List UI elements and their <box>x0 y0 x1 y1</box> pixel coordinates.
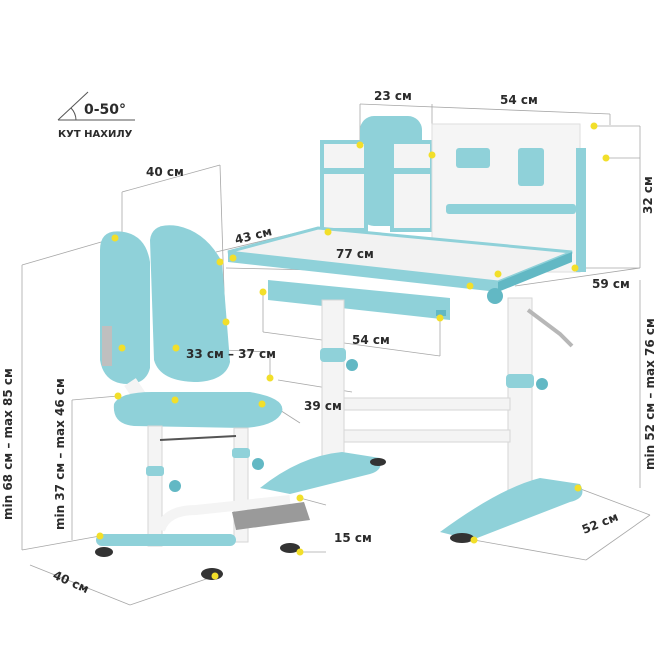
desk-illustration <box>227 116 586 543</box>
bookshelf-left-panel <box>320 140 368 232</box>
chair-base-depth-label: 40 см <box>51 568 91 596</box>
right-foot <box>440 478 583 540</box>
left-leg <box>321 299 345 461</box>
left-leg-collar <box>320 348 346 362</box>
drawer-handle <box>436 310 446 316</box>
caster-left <box>95 547 113 557</box>
caster-front <box>201 568 223 580</box>
desk-top-width-label: 77 см <box>336 247 374 261</box>
pencil-holder <box>456 148 490 168</box>
desk-base-depth-label: 59 см <box>592 277 630 291</box>
tilt-caption: КУТ НАХИЛУ <box>58 129 133 140</box>
chair-left-collar <box>146 466 164 476</box>
tilt-angle-label: 0-50° <box>84 102 126 118</box>
board-shelf <box>446 204 576 214</box>
backrest-right-pad <box>150 225 230 382</box>
chair-seat-depth-label: 39 см <box>304 399 342 413</box>
right-knob <box>536 378 548 390</box>
backrest-left-pad <box>100 231 150 384</box>
caster-right <box>280 543 300 553</box>
cup-holder <box>518 148 544 186</box>
footrest-plate <box>232 502 310 530</box>
chair-illustration <box>95 225 310 580</box>
chair-right-knob <box>252 458 264 470</box>
seat-cushion <box>113 392 283 428</box>
chair-seat-width-label: 33 см – 37 см <box>186 347 276 361</box>
bookshelf-shelf <box>322 168 432 174</box>
crossbar-lower <box>343 429 511 443</box>
chair-left-knob <box>169 480 181 492</box>
chair-seat-height-label: min 37 см – max 46 см <box>53 378 67 530</box>
backrest-hinge <box>102 326 112 366</box>
left-foot <box>260 452 381 494</box>
desk-board-height-label: 32 см <box>641 176 655 214</box>
chair-footrest-height-label: 15 см <box>334 531 372 545</box>
chair-back-width-label: 40 см <box>146 165 184 179</box>
tilt-knob <box>487 288 503 304</box>
height-crank <box>526 308 574 348</box>
right-foot-cap <box>450 533 474 543</box>
desk-drawer-width-label: 54 см <box>352 333 390 347</box>
desk-shelf-depth-label: 23 см <box>374 89 412 103</box>
right-leg-collar <box>506 374 534 388</box>
drawer <box>268 280 450 320</box>
desk-board-width-label: 54 см <box>500 93 538 107</box>
desktop-front-edge <box>228 252 498 292</box>
back-board-edge <box>576 148 586 272</box>
left-foot-cap <box>370 458 386 466</box>
dimension-labels: 0-50° КУТ НАХИЛУ 23 см 54 см 32 см 43 см… <box>1 89 657 596</box>
desk-height-range-label: min 52 см – max 76 см <box>643 318 657 470</box>
chair-right-collar <box>232 448 250 458</box>
bookshelf-right-panel <box>390 140 434 232</box>
crossbar-upper <box>343 397 511 411</box>
footrest-frame <box>155 495 291 532</box>
dimension-markers <box>96 122 610 580</box>
left-knob <box>346 359 358 371</box>
chair-total-height-label: min 68 см – max 85 см <box>1 368 15 520</box>
chair-base-bar <box>96 534 236 546</box>
desktop-side-edge <box>498 252 572 292</box>
desk-foot-length-label: 52 см <box>580 510 620 537</box>
chair-crossbar <box>159 435 237 441</box>
right-leg <box>507 297 533 509</box>
